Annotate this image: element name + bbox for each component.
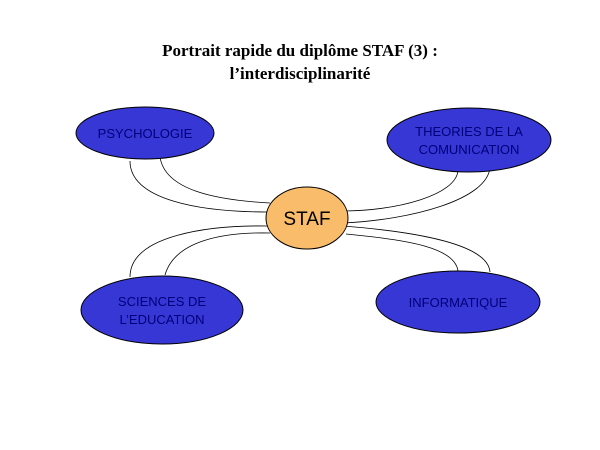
node-label-psychologie-1: PSYCHOLOGIE [98, 126, 193, 141]
outer-nodes: PSYCHOLOGIE THEORIES DE LA COMUNICATION SCI… [75, 106, 552, 345]
node-label-theories-2: COMUNICATION [419, 142, 520, 157]
center-label: STAF [283, 209, 330, 230]
node-informatique: INFORMATIQUE [375, 270, 541, 334]
node-psychologie: PSYCHOLOGIE [75, 106, 215, 160]
title-line-1: Portrait rapide du diplôme STAF (3) : [162, 41, 438, 60]
node-label-informatique-1: INFORMATIQUE [409, 295, 508, 310]
connector-psychologie-2 [159, 156, 271, 204]
node-ellipse-sciences [80, 275, 244, 345]
center-node: STAF [265, 186, 349, 250]
node-label-theories-1: THEORIES DE LA [415, 124, 523, 139]
node-ellipse-psychologie [75, 106, 215, 160]
title-line-2: l’interdisciplinarité [229, 64, 371, 83]
connectors [129, 156, 491, 278]
connector-theories-1 [344, 170, 459, 212]
connector-theories-2 [342, 166, 491, 224]
node-label-sciences-1: SCIENCES DE [118, 294, 206, 309]
node-theories: THEORIES DE LA COMUNICATION [386, 107, 552, 173]
connector-informatique-1 [345, 233, 459, 272]
connector-sciences-2 [164, 232, 271, 276]
node-ellipse-informatique [375, 270, 541, 334]
connector-sciences-1 [129, 225, 269, 278]
center-ellipse [265, 186, 349, 250]
connector-informatique-2 [342, 225, 491, 273]
node-ellipse-theories [386, 107, 552, 173]
node-sciences: SCIENCES DE L’EDUCATION [80, 275, 244, 345]
connector-psychologie-1 [129, 160, 269, 213]
node-label-sciences-2: L’EDUCATION [120, 312, 205, 327]
